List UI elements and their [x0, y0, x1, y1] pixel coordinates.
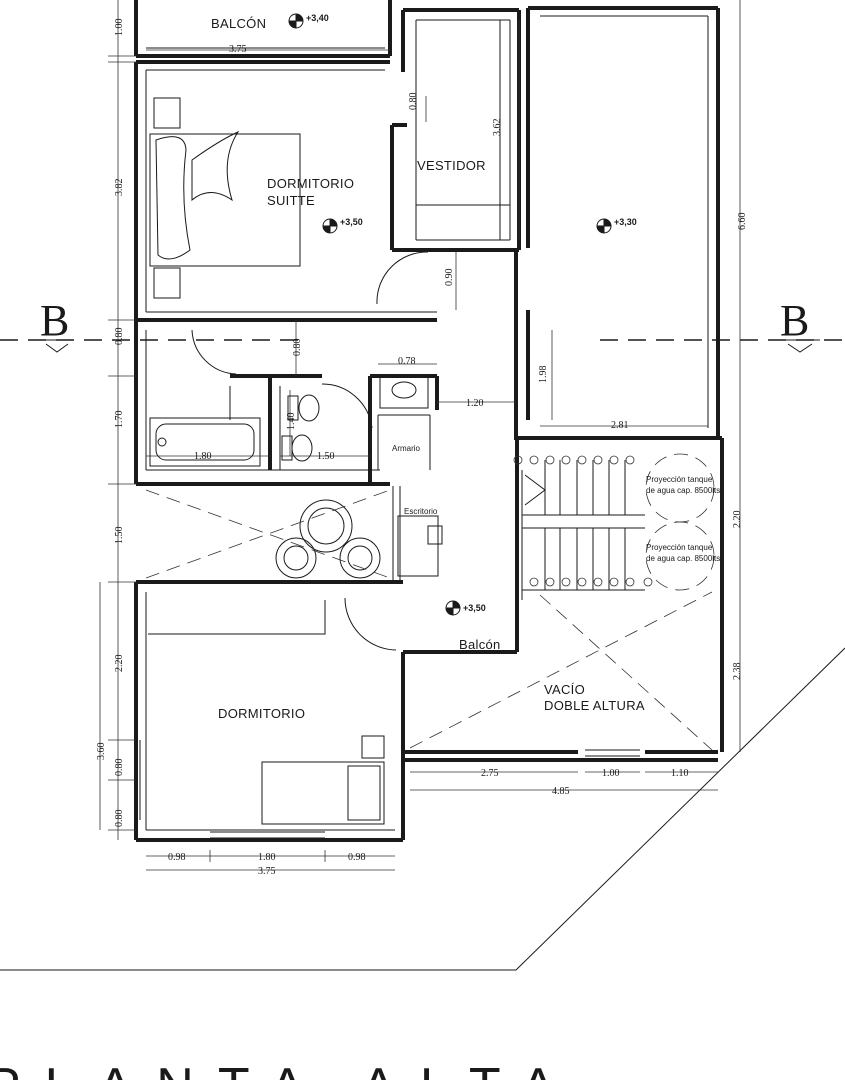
site-boundary	[0, 647, 845, 971]
dim-3-75-b: 3.75	[258, 866, 276, 877]
tank-label-2a: Proyección tanque	[646, 543, 713, 552]
dim-1-20: 1.20	[466, 398, 484, 409]
furniture	[148, 97, 443, 825]
dim-1-80-b: 1.80	[258, 852, 276, 863]
level-marker-icon	[445, 600, 461, 616]
dim-1-40: 1.40	[286, 413, 297, 431]
dim-1-50-bath: 1.50	[317, 451, 335, 462]
dim-2-81: 2.81	[611, 420, 629, 431]
tank-label-1a: Proyección tanque	[646, 475, 713, 484]
section-markers: B B	[40, 296, 820, 353]
room-label-suite-2: SUITTE	[267, 193, 315, 208]
dim-4-85: 4.85	[552, 786, 570, 797]
dim-2-38: 2.38	[732, 663, 743, 681]
dim-0-98-a: 0.98	[168, 852, 186, 863]
dim-3-60: 3.60	[96, 743, 107, 761]
plant-icon	[275, 499, 381, 579]
room-label-vacio-1: VACÍO	[544, 682, 585, 697]
dim-2-20-left: 2.20	[114, 655, 125, 673]
dim-2-20-right: 2.20	[732, 511, 743, 529]
level-marker-icon	[596, 218, 612, 234]
section-label-right: B	[780, 296, 809, 345]
level-marker-icon	[322, 218, 338, 234]
level-labels: +3,40 +3,50 +3,30 +3,50	[306, 13, 637, 613]
room-labels: BALCÓN DORMITORIO SUITTE VESTIDOR Armari…	[211, 16, 720, 721]
doors	[191, 251, 429, 651]
level-balcon-mid: +3,50	[463, 603, 486, 613]
room-label-armario: Armario	[392, 444, 421, 453]
level-right: +3,30	[614, 217, 637, 227]
level-markers	[288, 13, 612, 616]
dim-1-98: 1.98	[538, 366, 549, 384]
level-marker-icon	[288, 13, 304, 29]
dim-0-80-a: 0.80	[114, 759, 125, 777]
dim-0-80-left: 0.80	[114, 328, 125, 346]
dim-1-00-b: 1.00	[602, 768, 620, 779]
dim-0-80-b: 0.80	[114, 810, 125, 828]
dim-1-70: 1.70	[114, 411, 125, 429]
room-label-dormitorio: DORMITORIO	[218, 706, 305, 721]
dimension-lines	[99, 0, 741, 871]
dim-0-80-hall: 0.80	[292, 339, 303, 357]
dimension-labels: 1.00 3.75 0.80 3.62 3.82 6.60 0.90 0.80 …	[96, 19, 748, 878]
dim-1-10: 1.10	[671, 768, 689, 779]
room-label-vacio-2: DOBLE ALTURA	[544, 698, 645, 713]
level-suite: +3,50	[340, 217, 363, 227]
dim-3-82: 3.82	[114, 179, 125, 197]
dim-1-80-bath: 1.80	[194, 451, 212, 462]
dim-0-78: 0.78	[398, 356, 416, 367]
room-label-vestidor: VESTIDOR	[417, 158, 486, 173]
dim-3-75-top: 3.75	[229, 44, 247, 55]
stairs	[513, 455, 653, 600]
room-label-balcon-top: BALCÓN	[211, 16, 266, 31]
room-label-balcon-mid: Balcón	[459, 637, 501, 652]
drawing-title: PLANTA ALTA	[0, 1058, 579, 1080]
dim-1-50-left: 1.50	[114, 527, 125, 545]
dim-6-60: 6.60	[737, 213, 748, 231]
section-label-left: B	[40, 296, 69, 345]
tank-label-2b: de agua cap. 8500lts	[646, 554, 720, 563]
dim-0-98-b: 0.98	[348, 852, 366, 863]
level-balcon: +3,40	[306, 13, 329, 23]
dim-2-75: 2.75	[481, 768, 499, 779]
tank-label-1b: de agua cap. 8500lts	[646, 486, 720, 495]
dim-0-90: 0.90	[444, 269, 455, 287]
dim-3-62: 3.62	[492, 119, 503, 137]
room-label-escritorio: Escritorio	[404, 507, 438, 516]
dim-1-00: 1.00	[114, 19, 125, 37]
room-label-suite-1: DORMITORIO	[267, 176, 354, 191]
dim-0-80-vest: 0.80	[408, 93, 419, 111]
